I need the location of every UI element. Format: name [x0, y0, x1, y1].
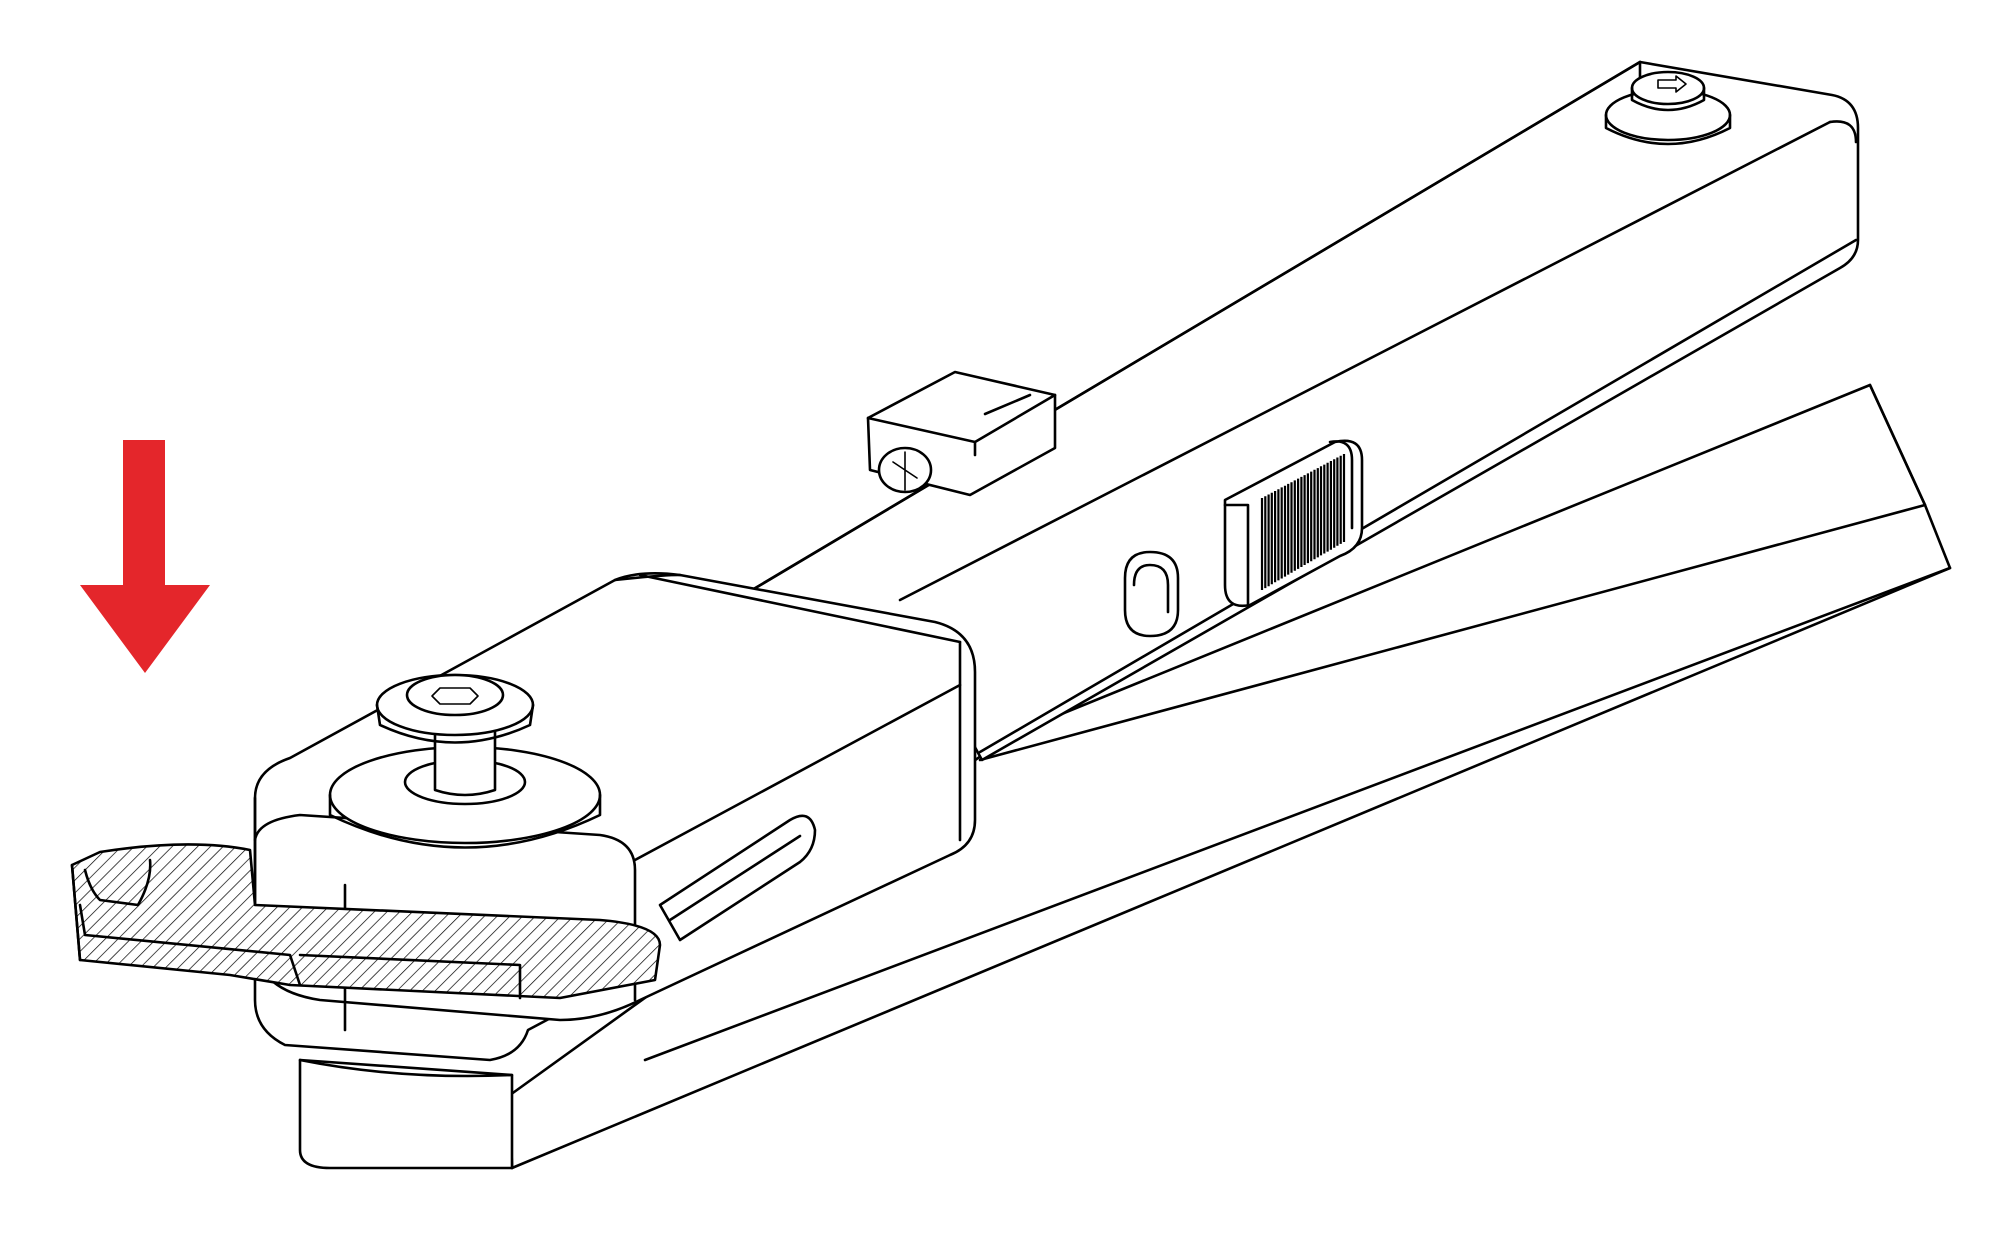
- slider-serrations: [1260, 454, 1346, 590]
- serrated-slider: [1223, 439, 1364, 608]
- arm-bar: [750, 60, 1860, 762]
- button-head-screw: [328, 673, 602, 849]
- hatched-bracket-plate: [70, 843, 662, 1000]
- bracket-screw: [877, 446, 933, 494]
- down-arrow-indicator: [80, 440, 210, 673]
- oval-slot: [1123, 550, 1180, 638]
- top-end-screw: [1604, 70, 1732, 146]
